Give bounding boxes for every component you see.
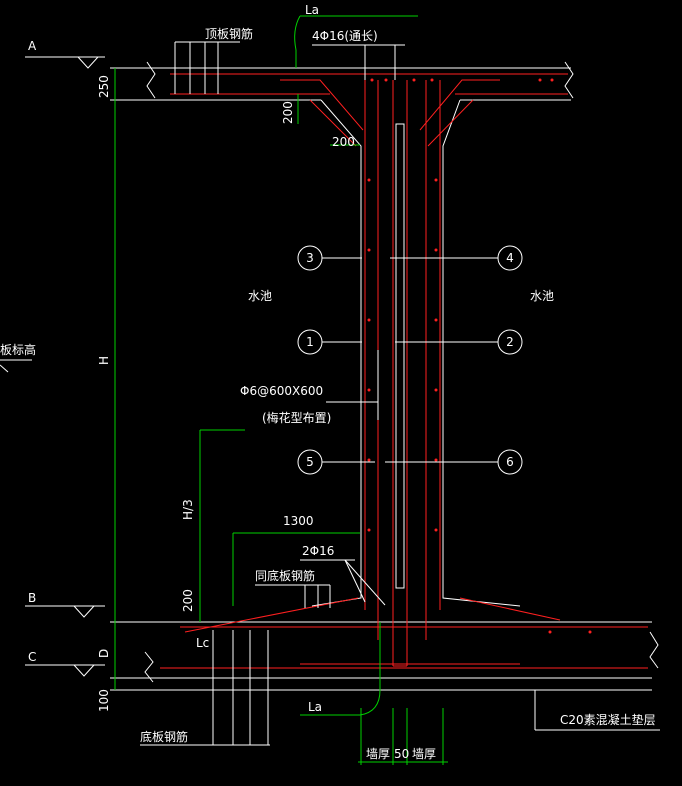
dim-h3: H/3 200 xyxy=(181,429,245,622)
marker-5: 5 xyxy=(297,449,375,475)
cushion-text: C20素混凝土垫层 xyxy=(560,712,656,727)
dim-base-text: D xyxy=(97,649,111,658)
marker-1-text: 1 xyxy=(306,335,314,349)
dim-cushion-text: 100 xyxy=(97,689,111,712)
dim-span-text: 1300 xyxy=(283,514,314,528)
dim-haunch-v-text: 200 xyxy=(281,101,295,124)
dim-wall1-text: 墙厚 xyxy=(366,747,390,761)
la-top-text: La xyxy=(305,3,319,17)
pool-left-label: 水池 xyxy=(248,289,272,303)
dim-height: H 250 xyxy=(97,68,116,622)
dim-gap-text: 50 xyxy=(394,747,409,761)
dim-haunch-top: 200 200 xyxy=(281,94,360,149)
level-b-label: B xyxy=(28,591,36,605)
dim-top-slab-text: 250 xyxy=(97,75,111,98)
ties-note: Φ6@600X600 (梅花型布置) xyxy=(240,350,379,425)
dim-wall2-text: 墙厚 xyxy=(412,747,436,761)
marker-2: 2 xyxy=(395,329,523,355)
level-a-label: A xyxy=(28,39,37,53)
dim-span: 1300 xyxy=(232,514,360,606)
ties-text: Φ6@600X600 xyxy=(240,384,323,398)
base-rebar-note: 底板钢筋 xyxy=(140,630,270,746)
dim-height-text: H xyxy=(97,356,111,365)
top-rebar-text: 顶板钢筋 xyxy=(205,26,253,41)
ties-note-text: (梅花型布置) xyxy=(262,410,331,425)
dim-base: D 100 xyxy=(97,622,116,712)
marker-group: 3 4 1 2 5 6 xyxy=(297,245,523,475)
dim-haunch-bottom-text: 200 xyxy=(181,589,195,612)
la-bottom-text: La xyxy=(308,700,322,714)
bars-2-note: 2Φ16 xyxy=(300,544,386,606)
dim-h3-text: H/3 xyxy=(181,499,195,520)
wall-rebar xyxy=(364,80,441,667)
slot-joint xyxy=(395,123,405,589)
level-marker-b: B xyxy=(25,591,105,618)
top-slab-rebar xyxy=(170,73,568,147)
level-marker-c: C xyxy=(25,650,105,677)
dim-haunch-h-text: 200 xyxy=(332,135,355,149)
la-bottom-callout: La xyxy=(300,622,381,716)
marker-6-text: 6 xyxy=(506,455,514,469)
pool-right-label: 水池 xyxy=(530,289,554,303)
marker-4-text: 4 xyxy=(506,251,514,265)
level-c-label: C xyxy=(28,650,36,664)
edge-level-note: 板标高 xyxy=(0,342,36,373)
marker-3-text: 3 xyxy=(306,251,314,265)
level-marker-a: A xyxy=(25,39,105,69)
edge-level-label: 板标高 xyxy=(0,342,36,357)
wall-outline xyxy=(311,99,521,607)
top-slab-outline xyxy=(110,61,574,101)
lc-label: Lc xyxy=(196,636,209,650)
marker-5-text: 5 xyxy=(306,455,314,469)
through-bars-note: 4Φ16(通长) xyxy=(312,29,405,80)
la-top-callout: La xyxy=(294,3,418,68)
same-base-note: 同底板钢筋 xyxy=(255,568,331,608)
marker-1: 1 xyxy=(297,329,362,355)
through-bars-text: 4Φ16(通长) xyxy=(312,29,378,43)
base-slab-outline xyxy=(110,621,659,691)
rebar-dots xyxy=(367,78,592,634)
dim-wall: 墙厚 50 墙厚 xyxy=(358,708,448,765)
cushion-note: C20素混凝土垫层 xyxy=(534,690,660,731)
base-slab-rebar xyxy=(160,597,648,669)
marker-3: 3 xyxy=(297,245,362,271)
marker-2-text: 2 xyxy=(506,335,514,349)
same-base-text: 同底板钢筋 xyxy=(255,568,315,583)
marker-4: 4 xyxy=(390,245,523,271)
top-rebar-note: 顶板钢筋 xyxy=(174,26,253,94)
base-rebar-text: 底板钢筋 xyxy=(140,729,188,744)
marker-6: 6 xyxy=(385,449,523,475)
bars-2-text: 2Φ16 xyxy=(302,544,334,558)
